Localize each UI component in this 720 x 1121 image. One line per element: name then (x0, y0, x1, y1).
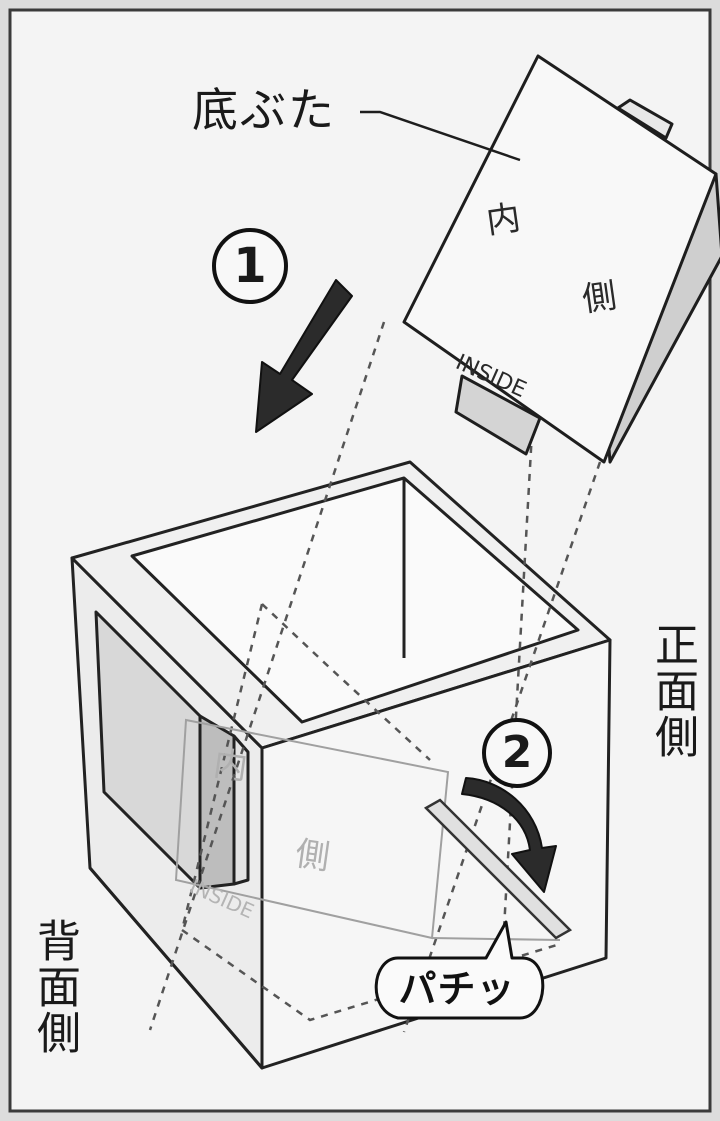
bottom-lid-leader-line (360, 110, 521, 162)
speech-bubble-icon (374, 920, 545, 1020)
step-2-circle (482, 718, 552, 788)
snap-sound-text: パチッ (398, 967, 516, 1011)
hidden-lines (148, 321, 602, 1033)
step-1-circle (212, 228, 288, 304)
snap-flap (423, 798, 573, 940)
step-2-number: 2 (501, 727, 533, 778)
arrow-down-left-icon (255, 279, 353, 433)
ghost-inner-char-1: 内 (210, 743, 251, 789)
bottom-lid-label: 底ぶた (192, 83, 336, 137)
lid-inner-char-2: 側 (579, 275, 620, 321)
bottom-lid (402, 54, 720, 464)
front-side-label: 正面側 (647, 622, 698, 760)
side-flap (94, 610, 250, 890)
step-1-number: 1 (233, 238, 267, 294)
curved-arrow-icon (461, 777, 557, 893)
back-side-label: 背面側 (29, 918, 80, 1056)
ghost-inner-char-2: 側 (292, 833, 333, 879)
lid-inner-char-1: 内 (483, 197, 524, 243)
